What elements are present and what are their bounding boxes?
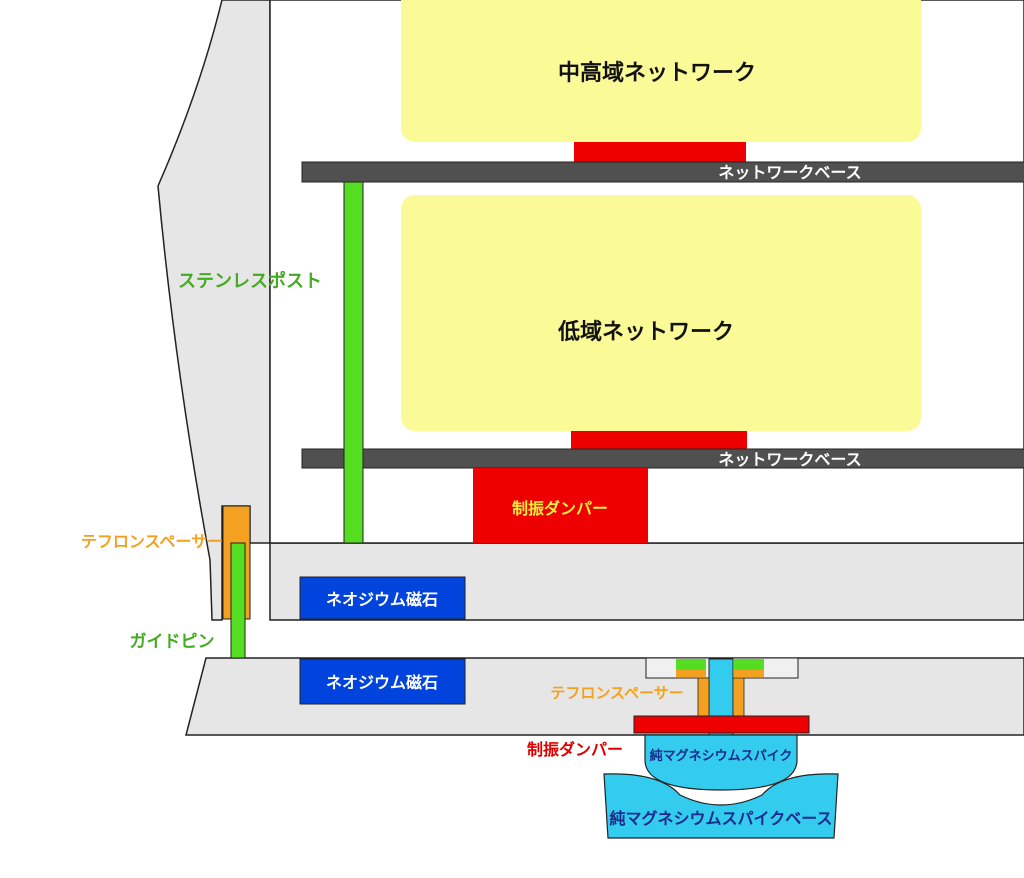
cabinet-side-plate	[157, 0, 1024, 621]
network-base-upper	[301, 161, 1024, 183]
foot-top-post-left	[676, 659, 706, 670]
damper-foot-label: 制振ダンパー	[527, 740, 623, 759]
low-network-board	[401, 195, 921, 431]
teflon-spacer-foot-label: テフロンスペーサー	[550, 684, 683, 702]
mid-high-network-label: 中高域ネットワーク	[558, 60, 756, 86]
mg-spike-base-label: 純マグネシウムスパイクベース	[610, 809, 833, 828]
network-base-upper-label: ネットワークベース	[718, 163, 861, 182]
low-network-label: 低域ネットワーク	[557, 319, 734, 345]
foot-top-spacer-right	[734, 670, 764, 677]
damper-lower	[571, 431, 747, 449]
foot-spacer-right	[732, 677, 745, 717]
mg-spike-base	[603, 773, 839, 839]
guide-pin-label: ガイドピン	[130, 632, 215, 652]
mid-high-network-board	[401, 0, 921, 142]
foot-top-spacer-left	[676, 670, 706, 677]
mg-spike-label: 純マグネシウムスパイク	[650, 748, 793, 764]
damper-main	[473, 468, 648, 543]
guide-pin	[230, 542, 246, 659]
foot-top-post-right	[734, 659, 764, 670]
mg-spike	[644, 734, 798, 791]
damper-main-label: 制振ダンパー	[512, 499, 608, 518]
foot-spacer-left	[697, 677, 710, 717]
neodymium-magnet-lower	[299, 658, 466, 705]
network-base-lower-label: ネットワークベース	[718, 450, 861, 469]
neodymium-magnet-lower-label: ネオジウム磁石	[326, 673, 438, 692]
stainless-post	[343, 181, 364, 544]
neodymium-magnet-upper	[299, 576, 466, 620]
stainless-post-label: ステンレスポスト	[178, 270, 322, 292]
neodymium-magnet-upper-label: ネオジウム磁石	[326, 590, 438, 609]
damper-foot	[633, 715, 810, 734]
network-base-lower	[301, 448, 1024, 469]
teflon-spacer-left-label: テフロンスペーサー	[81, 532, 223, 551]
damper-upper	[574, 142, 746, 162]
